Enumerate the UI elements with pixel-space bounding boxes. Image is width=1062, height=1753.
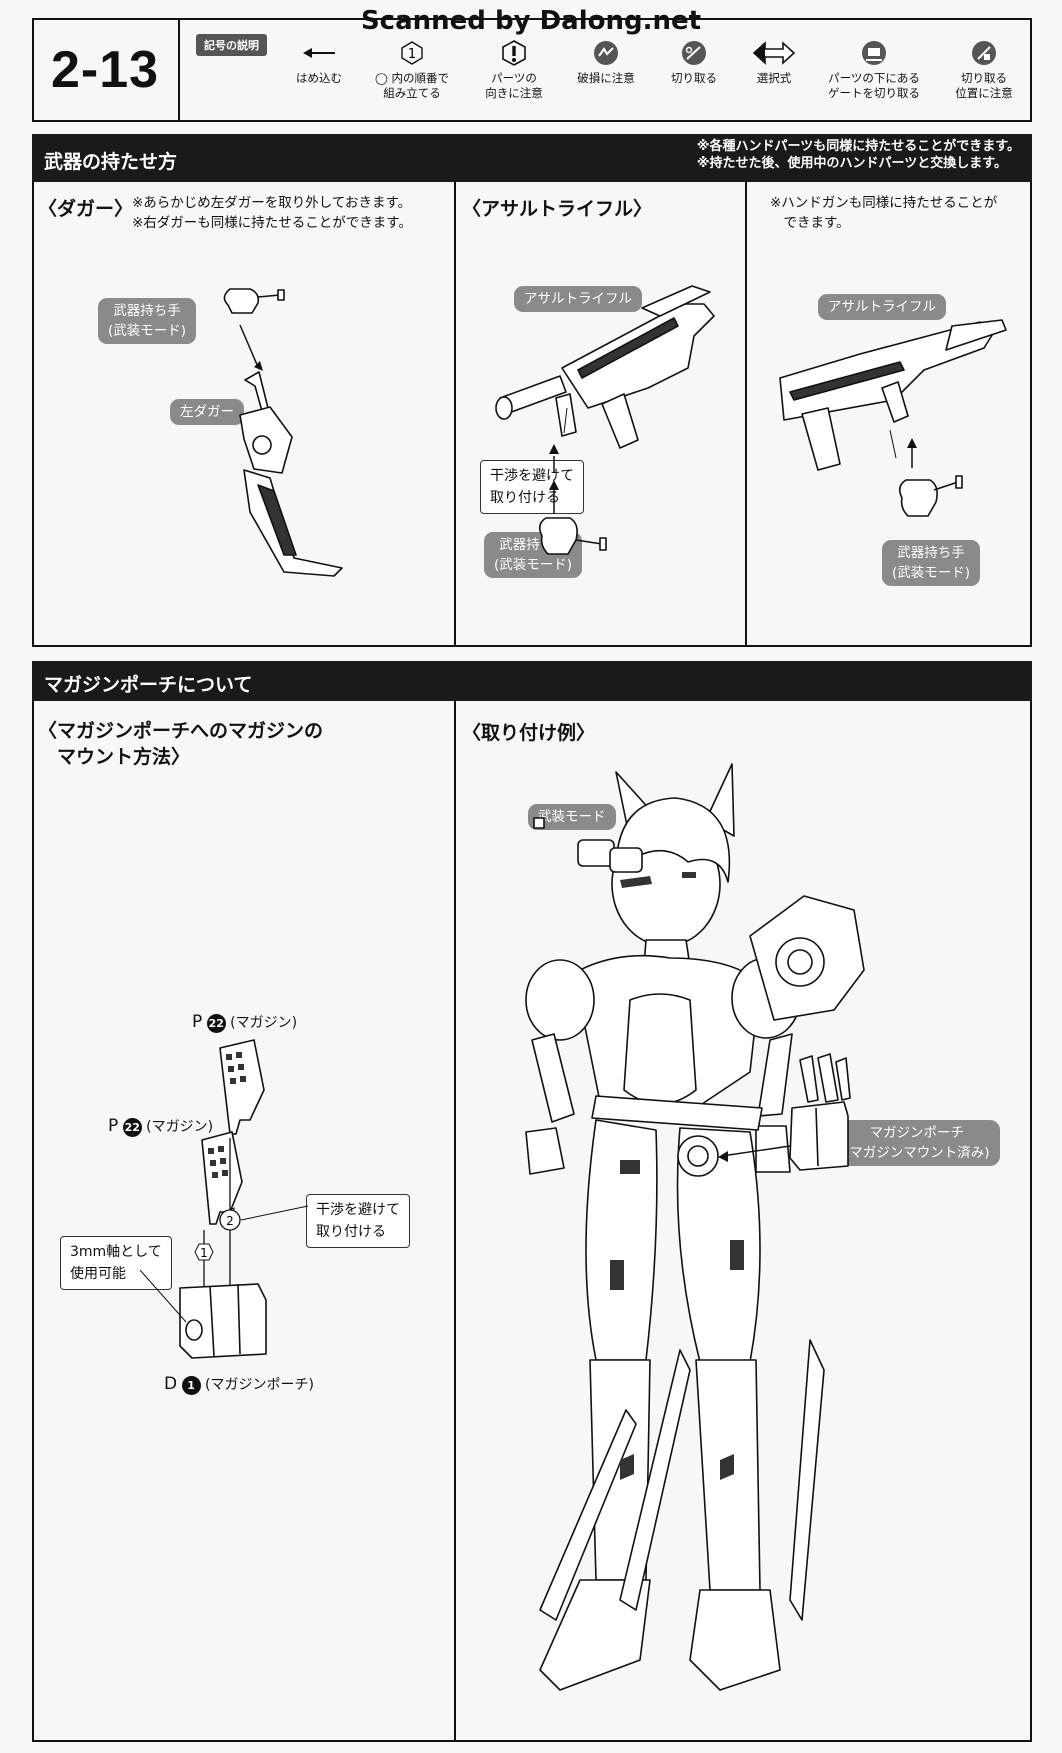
legend-item-select: 選択式	[738, 40, 810, 86]
part-name: (マガジン)	[146, 1119, 214, 1135]
dagger-label: 左ダガー	[170, 399, 244, 425]
step-number: 2-13	[32, 18, 180, 122]
rifle-label: アサルトライフル	[514, 286, 642, 312]
double-arrow-icon	[752, 41, 796, 65]
rifle-heading: 〈アサルトライフル〉	[462, 198, 653, 220]
section-note: ※各種ハンドパーツも同様に持たせることができます。	[696, 139, 1020, 154]
step-2-marker: 2	[226, 1214, 234, 1228]
legend-item-gate-cut: パーツの下にある ゲートを切り取る	[816, 40, 932, 101]
magazine-part-label: P 22 (マガジン)	[192, 1012, 297, 1033]
weapon-panel	[32, 182, 1032, 647]
arrow-left-icon	[303, 48, 335, 58]
divider	[454, 182, 456, 647]
legend-label: パーツの 向きに注意	[485, 71, 543, 100]
legend-label: はめ込む	[296, 71, 342, 85]
svg-text:1: 1	[408, 47, 416, 62]
pouch-part-label: D 1 (マガジンポーチ)	[164, 1374, 314, 1395]
section-title: 武器の持たせ方	[44, 151, 178, 173]
legend-item-order: 1 ◯ 内の順番で 組み立てる	[364, 40, 460, 101]
dagger-illustration	[200, 285, 360, 585]
step-header	[32, 18, 1032, 122]
note-line: ※ハンドガンも同様に持たせることが	[770, 195, 998, 211]
part-name: (マガジンポーチ)	[205, 1377, 314, 1393]
example-heading: 〈取り付け例〉	[462, 722, 596, 744]
handgun-notes: ※ハンドガンも同様に持たせることが できます。	[770, 193, 997, 233]
watermark: Scanned by Dalong.net	[360, 6, 702, 36]
assault-rifle-illustration	[492, 278, 742, 578]
broken-part-icon	[594, 41, 618, 65]
legend-label: 選択式	[756, 71, 792, 85]
axis-callout: 3mm軸として 使用可能	[60, 1236, 172, 1290]
divider	[454, 701, 456, 1742]
magazine-pouch-assembly-illustration: 1 2	[150, 1030, 310, 1380]
hand-label: 武器持ち手 (武装モード)	[98, 298, 197, 344]
part-number: 22	[206, 1013, 226, 1033]
legend-label: パーツの下にある ゲートを切り取る	[828, 71, 920, 100]
mount-heading: 〈マガジンポーチへのマガジンの マウント方法〉	[38, 720, 324, 768]
part-number: 1	[181, 1375, 201, 1395]
legend-item-broken: 破損に注意	[566, 40, 646, 86]
cut-icon	[682, 41, 706, 65]
divider	[745, 182, 747, 647]
part-letter: D	[164, 1374, 178, 1394]
legend-label: 破損に注意	[577, 71, 635, 85]
step-1-marker: 1	[200, 1246, 208, 1260]
section-note: ※持たせた後、使用中のハンドパーツと交換します。	[696, 156, 1007, 171]
circled-number-icon: 1	[401, 41, 423, 65]
legend-label: 切り取る	[671, 71, 717, 85]
legend-item-insert: はめ込む	[284, 40, 354, 86]
section-bar-magazine-pouch: マガジンポーチについて	[32, 661, 1032, 701]
interference-callout: 干渉を避けて 取り付ける	[480, 460, 584, 514]
interference-callout: 干渉を避けて 取り付ける	[306, 1194, 410, 1248]
rifle-label: アサルトライフル	[818, 294, 946, 320]
note-line: ※あらかじめ左ダガーを取り外しておきます。	[132, 195, 412, 211]
dagger-notes: ※あらかじめ左ダガーを取り外しておきます。 ※右ダガーも同様に持たせることができ…	[132, 193, 412, 233]
legend-item-cut-position: 切り取る 位置に注意	[940, 40, 1028, 101]
legend-label: 切り取る 位置に注意	[955, 71, 1013, 100]
section-bar-weapon: 武器の持たせ方 ※各種ハンドパーツも同様に持たせることができます。 ※持たせた後…	[32, 134, 1032, 182]
legend-label: ◯ 内の順番で 組み立てる	[374, 71, 450, 100]
section-title: マガジンポーチについて	[44, 674, 253, 696]
part-letter: P	[108, 1116, 119, 1136]
note-line: できます。	[770, 215, 850, 231]
magazine-pouch-label: マガジンポーチ (マガジンマウント済み)	[834, 1120, 1000, 1166]
gate-cut-icon	[862, 41, 886, 65]
note-line: ※右ダガーも同様に持たせることができます。	[132, 215, 412, 231]
hand-label: 武器持ち手 (武装モード)	[882, 540, 981, 586]
section-notes: ※各種ハンドパーツも同様に持たせることができます。 ※持たせた後、使用中のハンド…	[697, 138, 1020, 172]
legend-item-cut: 切り取る	[656, 40, 732, 86]
legend-item-direction: パーツの 向きに注意	[470, 40, 558, 101]
part-name: (マガジン)	[230, 1015, 298, 1031]
figure-illustration	[470, 760, 1030, 1730]
exclamation-icon	[502, 40, 526, 66]
assault-rifle-alt-illustration	[772, 318, 1022, 548]
legend-title: 記号の説明	[196, 34, 267, 56]
part-letter: P	[192, 1012, 203, 1032]
magazine-part-label: P 22 (マガジン)	[108, 1116, 213, 1137]
cut-position-icon	[972, 41, 996, 65]
part-number: 22	[122, 1117, 142, 1137]
dagger-heading: 〈ダガー〉	[38, 198, 134, 220]
magazine-panel	[32, 701, 1032, 1742]
